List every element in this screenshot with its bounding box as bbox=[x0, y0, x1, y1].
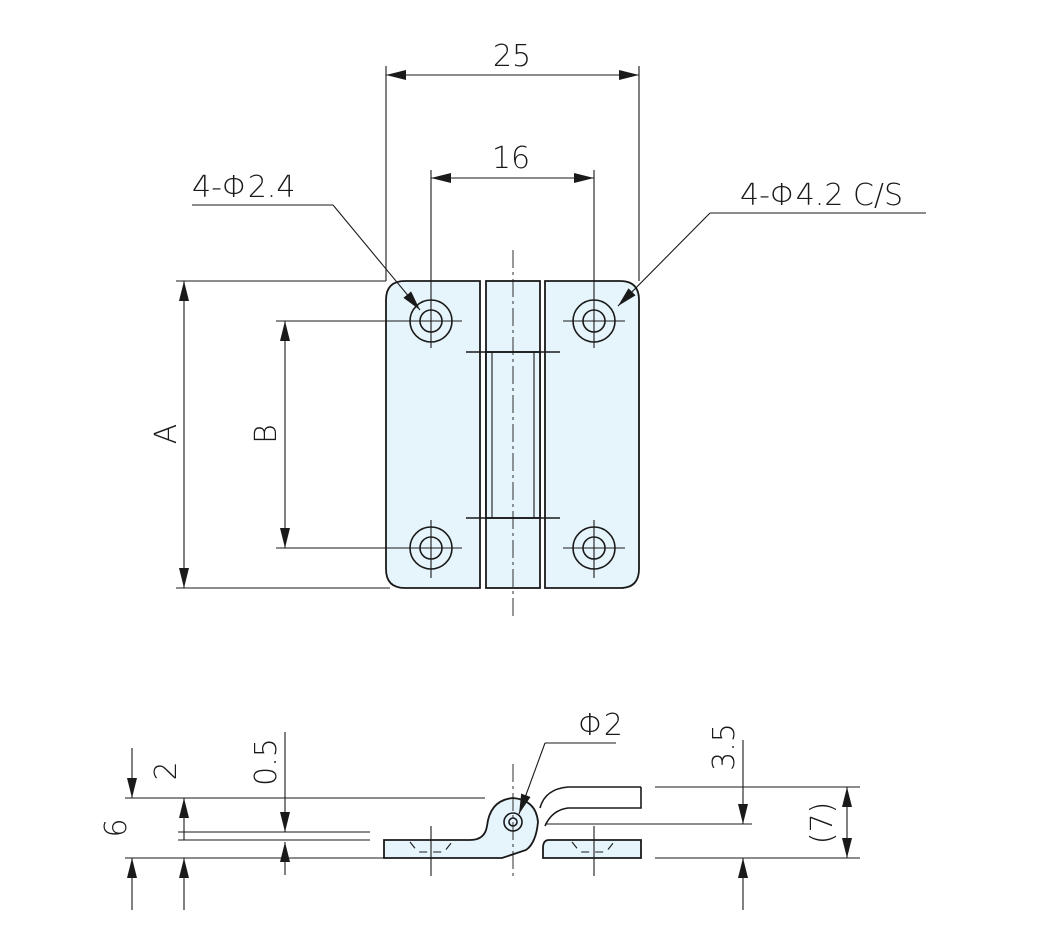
side-left-leaf bbox=[383, 797, 539, 859]
dim-width-text: 25 bbox=[493, 39, 531, 74]
callout-pin-diameter: Φ2 bbox=[518, 708, 623, 815]
dimension-b: B bbox=[249, 320, 400, 549]
callout-countersink: 4-Φ4.2 C/S bbox=[617, 178, 926, 307]
dimension-total-thickness: 6 bbox=[99, 748, 137, 910]
hole-bottom-left bbox=[400, 520, 462, 578]
dim-hole-spacing-text: 16 bbox=[492, 141, 530, 176]
side-right-leaf bbox=[542, 839, 642, 859]
dim-6-text: 6 bbox=[99, 818, 134, 837]
callout-right-text: 4-Φ4.2 C/S bbox=[740, 178, 903, 213]
dimension-gap: 0.5 bbox=[249, 732, 290, 875]
right-leaf bbox=[544, 280, 640, 589]
dim-3-5-text: 3.5 bbox=[707, 723, 742, 771]
side-view: 6 2 0.5 Φ2 3.5 (7) bbox=[99, 708, 860, 910]
left-leaf bbox=[385, 280, 481, 589]
dim-a-text: A bbox=[149, 424, 184, 445]
dim-0-5-text: 0.5 bbox=[249, 738, 284, 786]
hole-bottom-right bbox=[563, 520, 625, 578]
hole-top-right bbox=[563, 270, 625, 348]
dimension-leaf-offset: 2 bbox=[149, 761, 189, 910]
callout-left-text: 4-Φ2.4 bbox=[192, 170, 295, 205]
dim-7-text: (7) bbox=[805, 802, 840, 845]
dimension-reference: (7) bbox=[805, 787, 852, 858]
dimension-a: A bbox=[149, 280, 390, 589]
hole-top-left bbox=[400, 270, 462, 348]
dimension-knuckle: 3.5 bbox=[707, 723, 748, 910]
top-view: 25 16 4-Φ2.4 4-Φ4.2 C/S A bbox=[149, 39, 926, 618]
dimension-width: 25 bbox=[385, 39, 640, 281]
dimension-hole-spacing: 16 bbox=[430, 141, 595, 270]
dim-phi2-text: Φ2 bbox=[578, 708, 623, 743]
dim-2-text: 2 bbox=[149, 761, 184, 780]
dim-b-text: B bbox=[249, 424, 284, 444]
callout-small-hole: 4-Φ2.4 bbox=[192, 170, 421, 311]
